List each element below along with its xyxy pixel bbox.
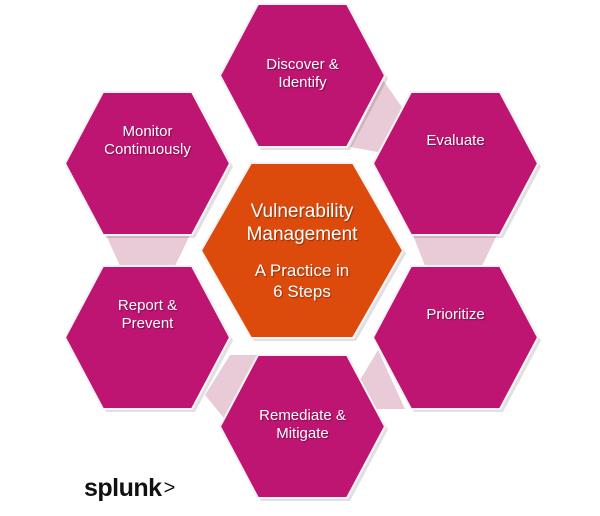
step-label-line1: Report & [117,297,178,315]
center-subtitle-line2: 6 Steps [273,281,331,301]
center-hexagon [199,162,405,339]
connector-band-2 [360,350,405,409]
step-label-line1: Discover & [266,56,339,73]
step-label-line1: Remediate & [259,407,346,424]
step-label-line2: Prevent [121,315,174,333]
step-hexagon-2 [371,265,540,410]
step-hexagon-5 [63,91,232,236]
step-prioritize: Prioritize [373,258,538,372]
step-hexagon-0 [218,3,387,148]
connector-band-3 [205,355,258,428]
connector-band-1 [413,235,497,266]
step-monitor-continuously: Monitor Continuously [65,84,230,198]
center-title: Vulnerability Management A Practice in 6… [201,163,403,338]
logo-chevron-icon: > [163,477,176,499]
step-label-line2: Identify [278,74,327,91]
center-subtitle-line1: A Practice in [254,260,350,280]
center-title-line1: Vulnerability [250,200,354,222]
connector-band-0 [350,80,404,152]
logo-text: splunk [84,474,162,502]
center-title-line2: Management [246,223,358,245]
step-label-line1: Monitor [122,123,173,141]
step-hexagon-4 [63,265,232,410]
splunk-logo: splunk> [84,474,175,503]
step-hexagon-3 [218,354,387,499]
step-hexagon-1 [371,91,540,236]
step-discover-identify: Discover & Identify [220,4,385,154]
step-remediate-mitigate: Remediate & Mitigate [220,355,385,498]
step-label-line1: Evaluate [426,132,485,150]
step-report-prevent: Report & Prevent [65,258,230,372]
connector-band-4 [106,235,190,266]
step-label-line1: Prioritize [426,306,485,324]
step-label-line2: Continuously [104,141,191,159]
step-evaluate: Evaluate [373,84,538,198]
step-label-line2: Mitigate [276,425,329,442]
